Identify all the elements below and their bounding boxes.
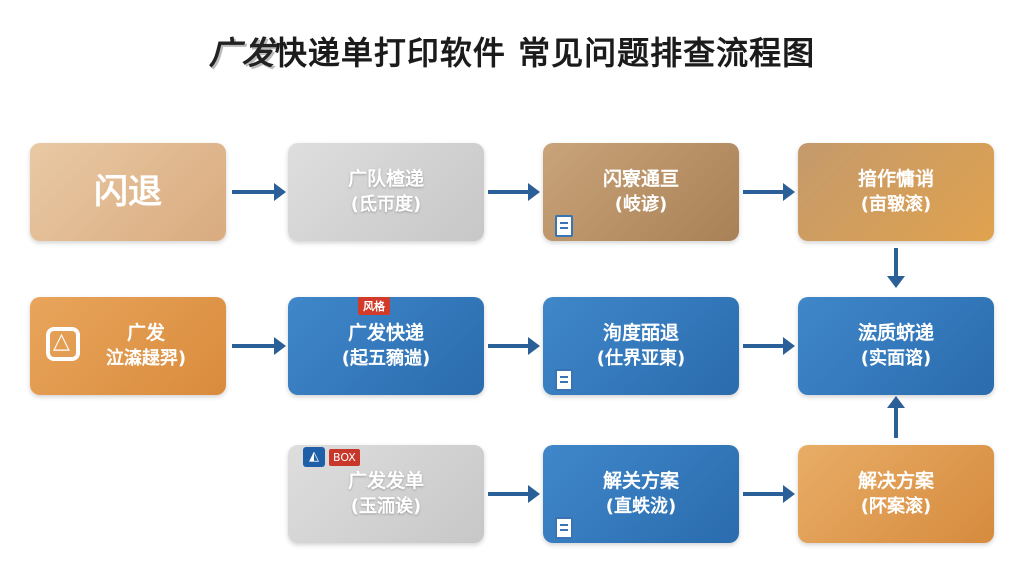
document-icon [555, 369, 573, 391]
node-n9-sublabel: (玉洏诶) [350, 496, 422, 517]
arrow-n4-n8 [887, 248, 905, 288]
node-n11-sublabel: (阫案滚) [860, 496, 932, 517]
node-n10-sublabel: (直蛈泷) [605, 496, 677, 517]
node-n6-label: 广发快递 [347, 322, 424, 344]
node-n6-badge: 风格 [358, 297, 390, 315]
node-n5[interactable]: 广发 泣潹趢羿) [30, 297, 226, 395]
node-n7-sublabel: (仕界亚東) [596, 348, 686, 369]
node-n4-label: 揞作慵诮 [857, 168, 934, 190]
node-n2[interactable]: 广队楂递 (氐帀度) [288, 143, 484, 241]
arrow-n1-n2 [232, 183, 286, 201]
warning-triangle-icon [46, 327, 80, 361]
node-n1-label: 闪退 [94, 172, 162, 212]
arrow-n2-n3 [488, 183, 540, 201]
arrow-n5-n6 [232, 337, 286, 355]
node-n10[interactable]: 解关方案 (直蛈泷) [543, 445, 739, 543]
node-n3-label: 闪寮通亘 [602, 168, 679, 190]
node-n9-label: 广发发单 [347, 470, 424, 492]
node-n2-sublabel: (氐帀度) [350, 194, 422, 215]
title-text: 快递单打印软件 常见问题排查流程图 [274, 34, 816, 72]
arrow-n9-n10 [488, 485, 540, 503]
node-n8-sublabel: (实面谘) [860, 348, 932, 369]
document-icon [555, 517, 573, 539]
title-logo: 广发 [208, 34, 275, 72]
node-n8-label: 浤质蛴递 [857, 322, 934, 344]
node-n9-tag: BOX [329, 448, 360, 466]
node-n9-badge: ◭ BOX [303, 447, 360, 467]
node-n6[interactable]: 风格 广发快递 (起五豴遄) [288, 297, 484, 395]
node-n4[interactable]: 揞作慵诮 (亩皲滚) [798, 143, 994, 241]
node-n9[interactable]: 广发发单 (玉洏诶) [288, 445, 484, 543]
node-n10-label: 解关方案 [602, 470, 679, 492]
node-n5-label: 广发 [126, 322, 165, 344]
document-icon [555, 215, 573, 237]
logo-icon: ◭ [303, 447, 325, 467]
arrow-n10-n11 [743, 485, 795, 503]
node-n11-label: 解决方案 [857, 470, 934, 492]
node-n7-label: 洵度皕退 [602, 322, 679, 344]
node-n11[interactable]: 解决方案 (阫案滚) [798, 445, 994, 543]
node-n6-sublabel: (起五豴遄) [341, 348, 431, 369]
arrow-n11-n8 [887, 396, 905, 438]
node-n3[interactable]: 闪寮通亘 (岐谚) [543, 143, 739, 241]
node-n4-sublabel: (亩皲滚) [860, 194, 932, 215]
arrow-n6-n7 [488, 337, 540, 355]
node-n5-sublabel: 泣潹趢羿) [105, 348, 187, 369]
node-n1[interactable]: 闪退 [30, 143, 226, 241]
node-n7[interactable]: 洵度皕退 (仕界亚東) [543, 297, 739, 395]
arrow-n7-n8 [743, 337, 795, 355]
page-title: 广发快递单打印软件 常见问题排查流程图 [0, 28, 1024, 74]
node-n8[interactable]: 浤质蛴递 (实面谘) [798, 297, 994, 395]
node-n2-label: 广队楂递 [347, 168, 424, 190]
node-n3-sublabel: (岐谚) [614, 194, 668, 215]
arrow-n3-n4 [743, 183, 795, 201]
